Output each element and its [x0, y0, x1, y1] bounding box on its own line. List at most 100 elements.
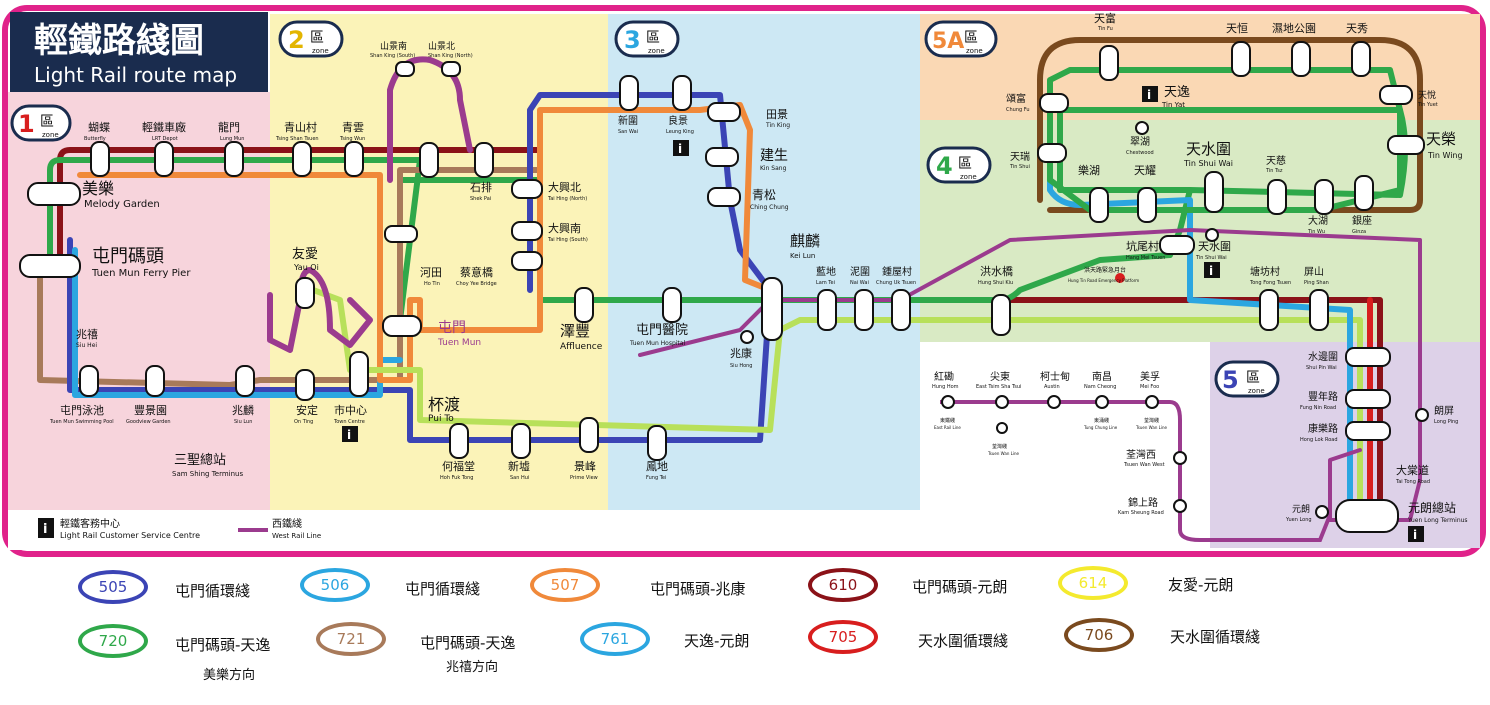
svg-text:麒麟: 麒麟 [790, 232, 820, 250]
station-marker-tin-yuet [1379, 85, 1413, 105]
svg-text:景峰: 景峰 [574, 460, 596, 473]
svg-text:西鐵綫: 西鐵綫 [272, 517, 302, 530]
station-marker-shek-pai [474, 142, 494, 178]
svg-text:Tin Shui Wai: Tin Shui Wai [1195, 255, 1227, 261]
svg-text:Tai Tong Road: Tai Tong Road [1395, 479, 1430, 485]
svg-text:Hang Mei Tsuen: Hang Mei Tsuen [1126, 255, 1165, 261]
info-icon-tin-shui-wai [1204, 262, 1220, 278]
svg-text:LRT Depot: LRT Depot [152, 136, 178, 142]
svg-text:Tuen Mun Hospital: Tuen Mun Hospital [629, 340, 685, 347]
svg-text:Kin Sang: Kin Sang [760, 165, 787, 172]
svg-text:Tsuen Wan Line: Tsuen Wan Line [1135, 425, 1168, 430]
inset-marker-kam-sheung-road [1173, 499, 1187, 513]
station-marker-swimming-pool [79, 365, 99, 397]
svg-text:杯渡: 杯渡 [428, 395, 460, 414]
svg-text:Kei Lun: Kei Lun [790, 252, 815, 260]
emergency-platform-marker [1115, 273, 1125, 283]
svg-text:東鐵綫: 東鐵綫 [940, 417, 955, 424]
station-marker-hang-mei-tsuen [1159, 235, 1195, 255]
inset-marker-hung-hom [941, 395, 955, 409]
svg-text:兆康: 兆康 [730, 346, 752, 360]
station-marker-tin-sau [1351, 41, 1371, 77]
svg-text:5A: 5A [932, 29, 964, 54]
svg-text:Shek Pai: Shek Pai [470, 196, 491, 202]
svg-text:元朗總站: 元朗總站 [1408, 500, 1456, 515]
station-marker-prime-view [579, 417, 599, 453]
station-marker-san-wai [619, 75, 639, 111]
svg-text:Hung Hom: Hung Hom [932, 384, 959, 390]
info-icons: i i i i i i [38, 86, 1424, 542]
svg-text:三聖總站: 三聖總站 [174, 452, 226, 468]
station-marker-fung-nin-road [1345, 389, 1391, 409]
svg-text:紅磡: 紅磡 [934, 370, 954, 383]
svg-text:Tai Hing (North): Tai Hing (North) [547, 196, 587, 202]
station-marker-tin-tsz [1267, 179, 1287, 215]
svg-text:Yau Oi: Yau Oi [293, 263, 319, 272]
svg-text:Fung Nin Road: Fung Nin Road [1300, 405, 1336, 411]
svg-text:荃灣綫: 荃灣綫 [1144, 417, 1159, 424]
svg-text:翠湖: 翠湖 [1130, 136, 1150, 148]
svg-text:荃灣西: 荃灣西 [1126, 448, 1156, 461]
svg-text:區: 區 [964, 30, 978, 46]
station-marker-nai-wai [854, 289, 874, 331]
svg-text:田景: 田景 [766, 108, 788, 121]
svg-text:何福堂: 何福堂 [442, 459, 475, 473]
svg-text:i: i [1147, 88, 1151, 102]
station-marker-yau-oi [295, 277, 315, 309]
svg-text:Tong Fong Tsuen: Tong Fong Tsuen [1249, 280, 1291, 286]
zone-tag-5a: 5A 區 zone [924, 20, 998, 58]
route-706-line [1037, 37, 1423, 213]
svg-text:頌富: 頌富 [1006, 92, 1026, 105]
svg-text:Tsuen Wan West: Tsuen Wan West [1123, 462, 1165, 468]
svg-text:zone: zone [312, 47, 329, 55]
svg-text:Nam Cheong: Nam Cheong [1084, 384, 1116, 390]
station-marker-tin-wu [1314, 179, 1334, 215]
station-markers [19, 41, 1425, 533]
title-box [10, 12, 268, 92]
station-marker-siu-lun [235, 365, 255, 397]
map-footer: 輕鐵客務中心 Light Rail Customer Service Centr… [60, 517, 321, 540]
station-marker-ferry-pier [19, 254, 81, 278]
svg-text:East Tsim Sha Tsui: East Tsim Sha Tsui [976, 384, 1021, 390]
station-marker-affluence [574, 287, 594, 323]
station-marker-tin-wing [1387, 135, 1425, 155]
svg-text:Ping Shan: Ping Shan [1304, 280, 1329, 286]
svg-text:區: 區 [1246, 370, 1260, 386]
svg-text:Ho Tin: Ho Tin [424, 281, 440, 287]
station-marker-yuen-long-terminus [1335, 499, 1399, 533]
station-marker-lrt-depot [154, 141, 174, 177]
station-marker-hoh-fuk-tong [449, 423, 469, 459]
svg-text:天水圍: 天水圍 [1186, 140, 1231, 158]
svg-text:San Wai: San Wai [618, 129, 638, 135]
svg-text:Leung King: Leung King [666, 129, 694, 135]
svg-text:屏山: 屏山 [1304, 266, 1324, 278]
svg-text:Shan King (South): Shan King (South) [370, 53, 415, 59]
svg-text:屯門醫院: 屯門醫院 [636, 323, 688, 338]
station-marker-shan-king-n [441, 61, 461, 77]
info-icon-legend [38, 518, 54, 538]
svg-text:澤豐: 澤豐 [560, 322, 590, 340]
zone-tag-5: 5 區 zone [1214, 360, 1280, 398]
station-marker-wetland-park [1291, 41, 1311, 77]
station-marker-shan-king-s [395, 61, 415, 77]
station-marker-lam-tei [817, 289, 837, 331]
svg-text:Light Rail Customer Service Ce: Light Rail Customer Service Centre [60, 531, 200, 540]
svg-text:San Hui: San Hui [510, 475, 529, 481]
svg-text:Prime View: Prime View [570, 475, 598, 481]
inset-marker-tsuen-wan-line [996, 422, 1008, 434]
legend-route-505: 505 [78, 570, 148, 604]
westrail-inset [920, 342, 1210, 548]
svg-text:兆禧: 兆禧 [76, 328, 98, 341]
svg-text:Tin Fu: Tin Fu [1097, 26, 1113, 32]
inset-marker-mei-foo [1145, 395, 1159, 409]
station-marker-tai-hing-n [511, 179, 543, 199]
svg-text:坑尾村: 坑尾村 [1126, 239, 1159, 253]
station-marker-goodview [145, 365, 165, 397]
svg-text:山景北: 山景北 [428, 41, 455, 52]
station-marker-ginza [1354, 175, 1374, 211]
inset-marker-austin [1047, 395, 1061, 409]
svg-text:新圍: 新圍 [618, 114, 638, 127]
station-marker-on-ting [295, 369, 315, 401]
inset-marker-tsuen-wan-west [1173, 451, 1187, 465]
svg-text:屯門碼頭: 屯門碼頭 [92, 246, 164, 267]
